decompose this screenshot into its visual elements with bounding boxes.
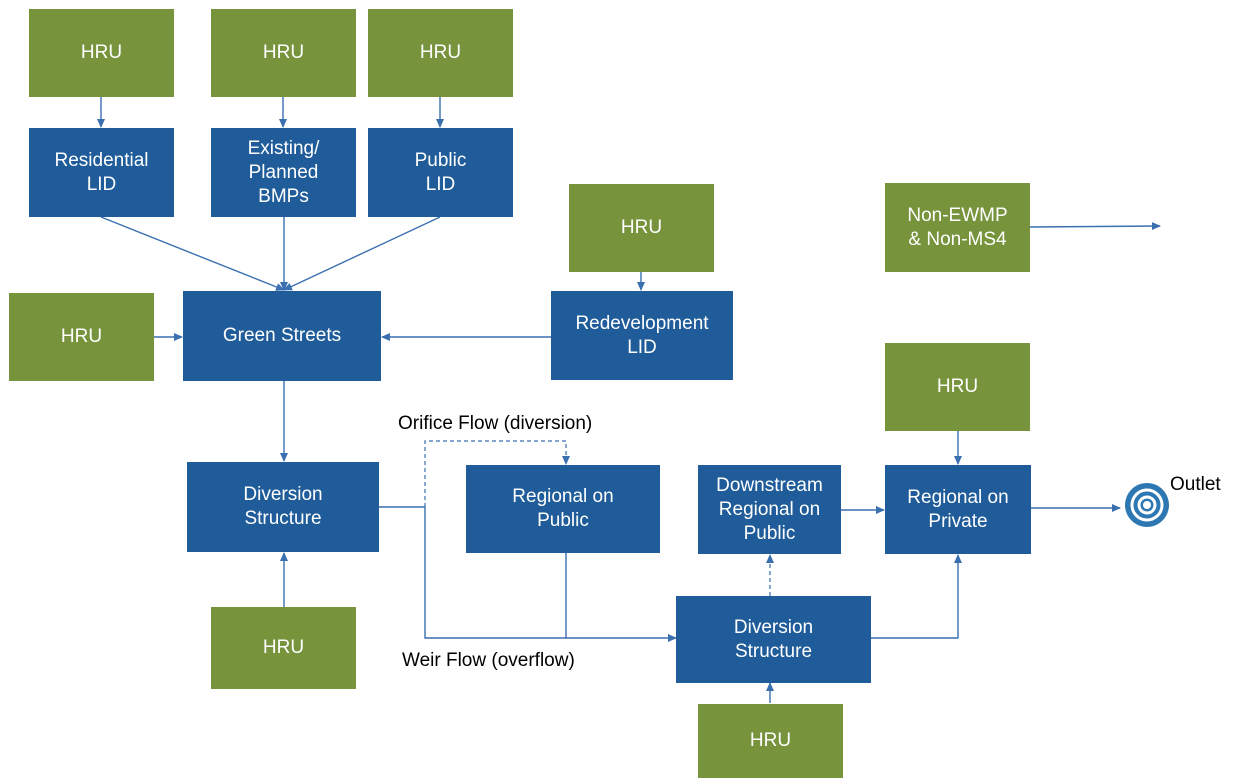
hru-left: HRU xyxy=(9,293,154,381)
hru-top-3: HRU xyxy=(368,9,513,97)
hru-bottom-right: HRU xyxy=(698,704,843,778)
redevelopment-lid: Redevelopment LID xyxy=(551,291,733,380)
arrow-non-ewmp-out xyxy=(1029,222,1161,231)
non-ewmp-non-ms4: Non-EWMP & Non-MS4 xyxy=(885,183,1030,272)
target-icon xyxy=(1125,483,1169,527)
weir-flow-path xyxy=(424,507,677,642)
residential-lid: Residential LID xyxy=(29,128,174,217)
arrow-public-lid-to-green-streets xyxy=(283,216,441,291)
arrow-residential-to-green-streets xyxy=(100,216,285,291)
orifice-flow-path xyxy=(424,440,570,507)
arrow-diversion-2-to-private xyxy=(871,554,962,639)
existing-planned-bmps: Existing/ Planned BMPs xyxy=(211,128,356,217)
hru-top-2: HRU xyxy=(211,9,356,97)
weir-flow-label: Weir Flow (overflow) xyxy=(402,650,575,671)
regional-on-private: Regional on Private xyxy=(885,465,1031,554)
regional-on-public: Regional on Public xyxy=(466,465,660,553)
public-lid: Public LID xyxy=(368,128,513,217)
downstream-regional-on-public: Downstream Regional on Public xyxy=(698,465,841,554)
diversion-structure-2: Diversion Structure xyxy=(676,596,871,683)
hru-top-1: HRU xyxy=(29,9,174,97)
orifice-flow-label: Orifice Flow (diversion) xyxy=(398,413,593,434)
hru-redevelopment: HRU xyxy=(569,184,714,272)
outlet-label: Outlet xyxy=(1170,474,1221,495)
green-streets: Green Streets xyxy=(183,291,381,381)
hru-private: HRU xyxy=(885,343,1030,431)
hru-bottom-left: HRU xyxy=(211,607,356,689)
diversion-structure-1: Diversion Structure xyxy=(187,462,379,552)
